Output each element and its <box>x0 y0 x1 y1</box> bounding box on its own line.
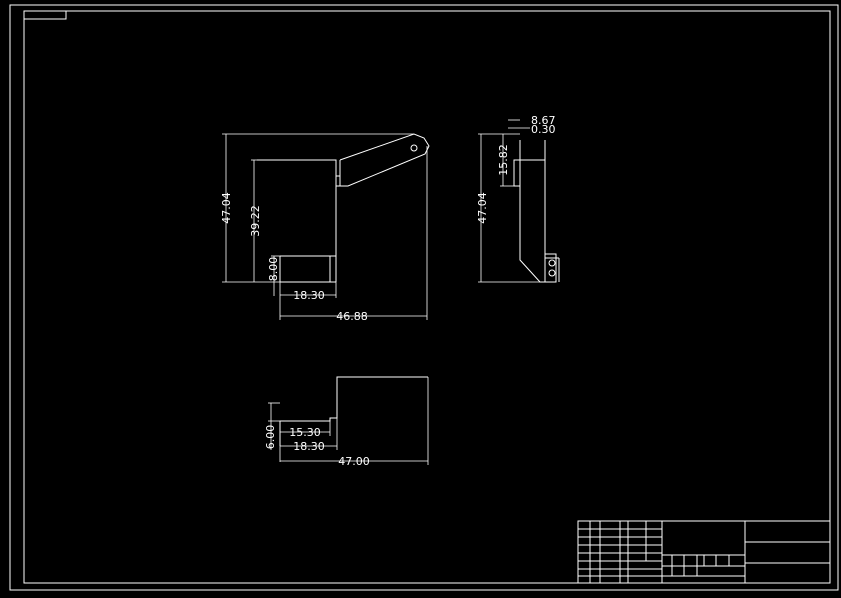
front-view: 47.04 39.22 8.00 18.30 46.88 <box>220 133 430 323</box>
dim-top-total-width: 47.00 <box>338 455 370 468</box>
dim-front-inner-height: 39.22 <box>249 205 262 237</box>
dim-top-width-a: 15.30 <box>289 426 321 439</box>
dim-side-top-a: 8.67 <box>531 114 556 127</box>
top-view: 6.00 15.30 18.30 47.00 <box>264 376 429 468</box>
outer-frame <box>9 4 839 591</box>
dim-top-width-b: 18.30 <box>293 440 325 453</box>
corner-label-box <box>23 10 67 20</box>
dim-side-total-height: 47.04 <box>476 192 489 224</box>
side-view: 8.67 0.30 15.82 47.04 <box>476 114 560 283</box>
hole-icon <box>410 144 418 152</box>
dim-side-upper: 15.82 <box>497 144 510 176</box>
dim-side-top-b: 0.30 <box>531 123 556 136</box>
title-block <box>577 520 831 584</box>
dim-front-total-height: 47.04 <box>220 192 233 224</box>
dim-front-step-width: 18.30 <box>293 289 325 302</box>
dim-front-step-height: 8.00 <box>267 257 280 282</box>
inner-frame <box>23 10 831 584</box>
dim-top-height: 6.00 <box>264 425 277 450</box>
dim-front-total-width: 46.88 <box>336 310 368 323</box>
